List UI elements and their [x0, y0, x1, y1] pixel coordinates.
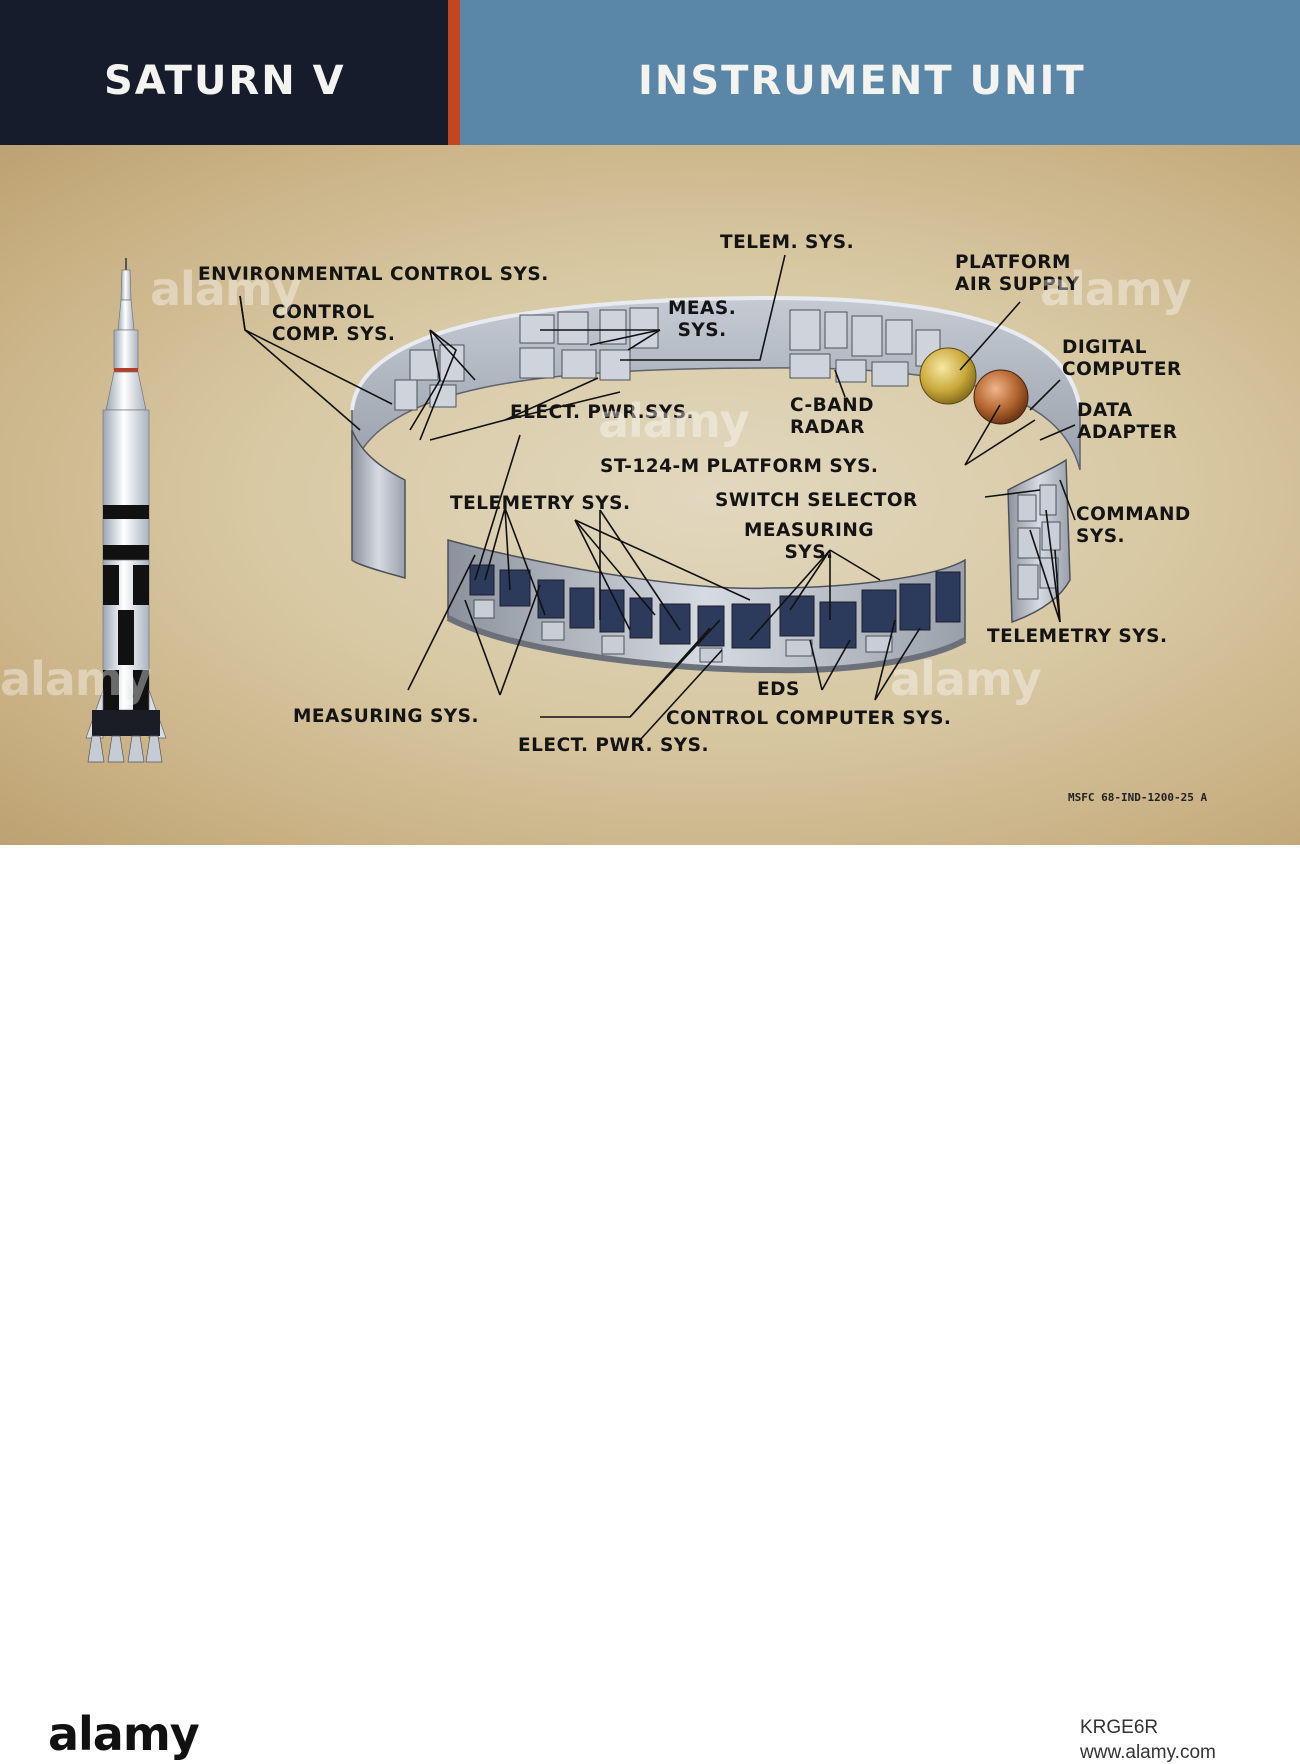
watermark-overlay: alamy — [1040, 262, 1192, 316]
image-id: KRGE6R — [1080, 1717, 1159, 1738]
document-code: MSFC 68-IND-1200-25 A — [1068, 791, 1208, 804]
label-measuring-sys-right: MEASURING SYS. — [744, 520, 875, 563]
watermark-overlay: alamy — [890, 652, 1042, 706]
label-command-sys: COMMAND SYS. — [1076, 504, 1191, 547]
watermark-footer: alamy KRGE6R www.alamy.com — [0, 845, 1300, 1763]
label-st-124-m-platform-sys: ST-124-M PLATFORM SYS. — [600, 456, 879, 477]
label-telemetry-sys-left: TELEMETRY SYS. — [450, 493, 631, 514]
label-switch-selector: SWITCH SELECTOR — [715, 490, 918, 511]
leader-lines — [239, 254, 1076, 741]
platform-air-supply-sphere — [919, 347, 977, 405]
instrument-ring-back-arc — [350, 295, 1082, 580]
header-left-panel: SATURN V — [0, 0, 448, 145]
website-url: www.alamy.com — [1080, 1742, 1216, 1763]
label-environmental-control-sys: ENVIRONMENTAL CONTROL SYS. — [198, 264, 549, 285]
instrument-ring-right-section — [1007, 458, 1071, 624]
instrument-unit-poster: SATURN V INSTRUMENT UNIT — [0, 0, 1300, 845]
diagram-illustration — [85, 254, 1082, 763]
alamy-logo: alamy — [48, 1707, 200, 1761]
instrument-ring-front-arc — [446, 539, 967, 674]
watermark-overlay: alamy — [0, 652, 152, 706]
label-digital-computer: DIGITAL COMPUTER — [1062, 337, 1182, 380]
label-c-band-radar: C-BAND RADAR — [790, 395, 874, 438]
label-measuring-sys-bottom: MEASURING SYS. — [293, 706, 480, 727]
header-left-title: SATURN V — [104, 58, 346, 104]
label-elect-pwr-sys-bottom: ELECT. PWR. SYS. — [518, 735, 710, 756]
label-data-adapter: DATA ADAPTER — [1077, 400, 1178, 443]
header-divider — [448, 0, 460, 145]
st124-platform-sphere — [973, 369, 1029, 425]
label-eds: EDS — [757, 679, 800, 700]
label-control-computer-sys: CONTROL COMPUTER SYS. — [666, 708, 952, 729]
label-elect-pwr-sys-top: ELECT. PWR.SYS. — [510, 402, 695, 423]
watermark-overlay: alamy — [598, 394, 750, 448]
saturn-v-rocket-illustration — [85, 258, 167, 763]
label-telemetry-sys-right: TELEMETRY SYS. — [987, 626, 1168, 647]
label-telem-sys: TELEM. SYS. — [720, 232, 855, 253]
label-platform-air-supply: PLATFORM AIR SUPPLY — [955, 252, 1080, 295]
header-right-title: INSTRUMENT UNIT — [638, 58, 1086, 104]
label-control-comp-sys: CONTROL COMP. SYS. — [272, 302, 396, 345]
header-right-panel: INSTRUMENT UNIT — [460, 0, 1300, 145]
watermark-overlay: alamy — [150, 262, 302, 316]
label-meas-sys: MEAS. SYS. — [668, 298, 737, 341]
